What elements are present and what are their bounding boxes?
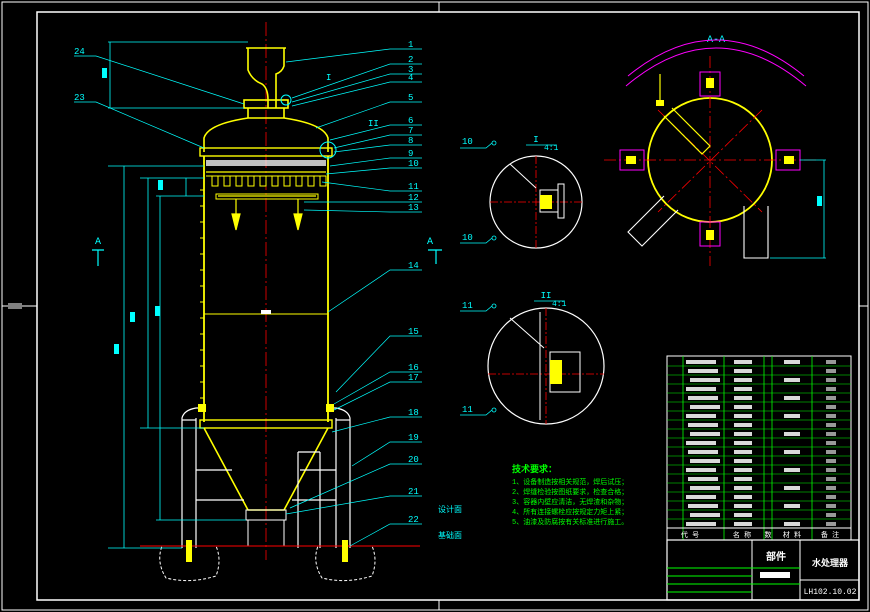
parts-header-remark: 备 注	[821, 530, 839, 540]
part-number-14: 14	[408, 261, 419, 271]
detail-ref-d1-top: 10	[462, 137, 473, 147]
support-legs	[181, 407, 351, 548]
vessel-elevation: A A I II 设计面 基础面 12345678910111213141516…	[74, 22, 462, 582]
detail-ref-bubbles	[460, 140, 497, 416]
detail-i-view: I 4:1	[489, 135, 583, 249]
notes-item-5: 5、油漆及防腐按有关标准进行施工。	[512, 517, 628, 527]
part-number-21: 21	[408, 487, 419, 497]
part-number-2: 2	[408, 55, 413, 65]
notes-item-4: 4、所有连接螺栓应按规定力矩上紧；	[512, 507, 628, 517]
part-number-7: 7	[408, 126, 413, 136]
part-number-1: 1	[408, 40, 413, 50]
part-number-16: 16	[408, 363, 419, 373]
part-number-9: 9	[408, 149, 413, 159]
part-number-11: 11	[408, 182, 419, 192]
title-block: 部件 水处理器 LH102.10.02	[666, 539, 860, 601]
notes-item-2: 2、焊缝检验按图纸要求，检查合格；	[512, 487, 628, 497]
section-a-markers	[92, 249, 442, 266]
parts-header-qty: 数	[765, 530, 772, 540]
section-aa-view: A-A	[604, 35, 826, 266]
part-number-20: 20	[408, 455, 419, 465]
part-number-17: 17	[408, 373, 419, 383]
part-number-5: 5	[408, 93, 413, 103]
title-part-name: 部件	[766, 550, 786, 564]
callout-i-label: I	[326, 73, 331, 83]
detail-ref-d2-top: 11	[462, 301, 473, 311]
part-number-10: 10	[408, 159, 419, 169]
part-number-22: 22	[408, 515, 419, 525]
detail-ii-view: II 4:1	[487, 291, 605, 425]
section-a-left-label: A	[95, 237, 101, 248]
title-drawing-number: LH102.10.02	[804, 588, 857, 597]
part-number-24: 24	[74, 47, 85, 57]
detail-i-title: I	[533, 135, 538, 145]
vessel-dome-head	[203, 117, 329, 152]
part-number-6: 6	[408, 116, 413, 126]
part-number-15: 15	[408, 327, 419, 337]
part-number-12: 12	[408, 193, 419, 203]
technical-notes: 技术要求： 1、设备制造按相关规范，焊后试压； 2、焊缝检验按图纸要求，检查合格…	[512, 463, 628, 527]
detail-ii-title: II	[541, 291, 552, 301]
ground-bottom-label: 基础面	[438, 530, 462, 541]
part-number-18: 18	[408, 408, 419, 418]
leader-lines	[74, 48, 422, 547]
parts-header-code: 代 号	[681, 530, 699, 540]
part-number-8: 8	[408, 136, 413, 146]
part-number-13: 13	[408, 203, 419, 213]
part-number-4: 4	[408, 73, 413, 83]
part-number-3: 3	[408, 65, 413, 75]
foundations	[140, 545, 420, 582]
callout-ii-circle	[319, 141, 337, 159]
detail-ii-scale: 4:1	[552, 300, 567, 309]
section-a-right-label: A	[427, 237, 433, 248]
notes-item-3: 3、容器内壁应清洁，无焊渣和杂物；	[512, 497, 628, 507]
title-product-name: 水处理器	[812, 557, 849, 569]
detail-ref-d1-bottom: 10	[462, 233, 473, 243]
part-number-23: 23	[74, 93, 85, 103]
callout-ii-label: II	[368, 119, 379, 129]
detail-i-scale: 4:1	[544, 144, 559, 153]
notes-title: 技术要求：	[512, 463, 557, 475]
part-number-19: 19	[408, 433, 419, 443]
detail-ref-d2-bottom: 11	[462, 405, 473, 415]
parts-header-name: 名 称	[733, 530, 751, 540]
parts-header-material: 材 料	[783, 530, 801, 540]
parts-list: 代 号 名 称 数 材 料 备 注	[666, 355, 852, 541]
spray-nozzles	[231, 199, 303, 231]
callout-i-circle	[280, 94, 292, 106]
level-gauge	[200, 189, 204, 399]
notes-item-1: 1、设备制造按相关规范，焊后试压；	[512, 477, 628, 487]
ground-top-label: 设计面	[438, 504, 462, 515]
distribution-plate	[206, 160, 327, 200]
dimension-lines	[108, 41, 248, 549]
